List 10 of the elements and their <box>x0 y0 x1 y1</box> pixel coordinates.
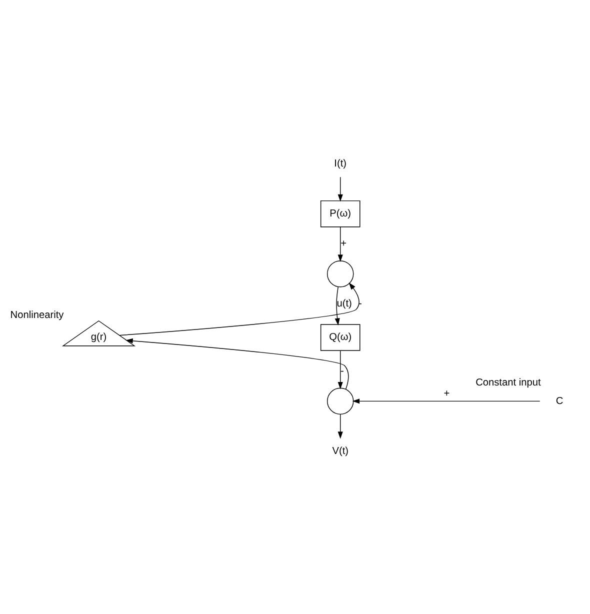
node-text: C <box>556 395 564 406</box>
edge-label: - <box>358 298 362 310</box>
edge-label: + <box>340 238 347 250</box>
node-label: Nonlinearity <box>10 310 64 321</box>
node-text: V(t) <box>332 445 349 456</box>
node-text: I(t) <box>334 158 347 170</box>
node-label: Constant input <box>476 376 541 388</box>
edge-label: u(t) <box>336 298 352 310</box>
edge-label: + <box>444 388 450 399</box>
edge-label: - <box>340 365 344 376</box>
